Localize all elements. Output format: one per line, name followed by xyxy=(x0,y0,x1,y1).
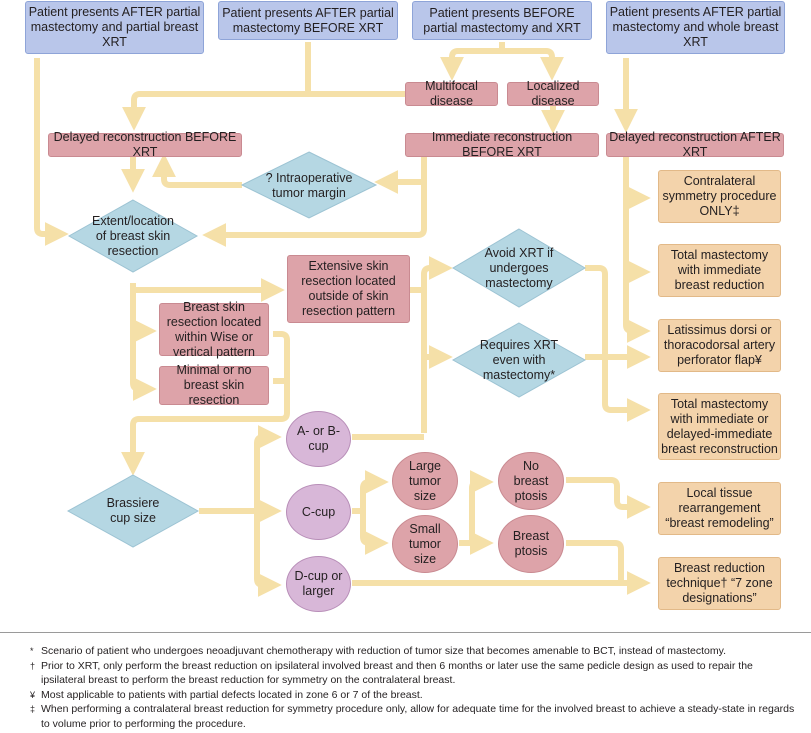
connector-immediate-extent xyxy=(202,182,427,247)
decision-shapes xyxy=(66,151,587,548)
requires-xrt-decision-label: Requires XRT even with mastectomy* xyxy=(479,337,559,382)
delayed-reconstruction-after-xrt: Delayed reconstruction AFTER XRT xyxy=(606,130,784,159)
connector-delayedafter-outcomes xyxy=(623,157,651,343)
outcome-contralateral-symmetry: Contralateral symmetry procedure ONLY‡ xyxy=(658,170,781,223)
connector-start3-multifocal xyxy=(440,42,505,81)
ab-cup-node: A- or B-cup xyxy=(286,411,351,467)
margin-decision-shape xyxy=(240,151,378,219)
margin-decision-label: ? Intraoperative tumor margin xyxy=(265,171,353,200)
extensive-skin-resection-node: Extensive skin resection located outside… xyxy=(287,255,410,323)
footnote-asterisk: *Scenario of patient who undergoes neoad… xyxy=(30,645,727,657)
outcome-total-mastectomy-reconstruction: Total mastectomy with immediate or delay… xyxy=(658,393,781,460)
extent-decision-shape xyxy=(67,199,199,273)
cupsize-decision-label: Brassiere cup size xyxy=(106,496,160,525)
connector-ptosis-reduction xyxy=(566,540,624,583)
connector-start1-extent xyxy=(34,58,69,246)
connector-extent-skin xyxy=(130,283,157,401)
localized-disease-node: Localized disease xyxy=(507,79,599,108)
connector-avoid-reconstruction xyxy=(585,265,651,422)
connector-noptosis-local xyxy=(566,477,651,519)
outcome-latissimus-flap: Latissimus dorsi or thoracodorsal artery… xyxy=(658,319,781,372)
start-node-after-whole-breast-xrt: Patient presents AFTER partial mastectom… xyxy=(606,1,785,54)
connector-start2-delayed xyxy=(122,42,311,131)
extent-decision-label: Extent/location of breast skin resection xyxy=(92,213,174,258)
outcome-breast-reduction-technique: Breast reduction technique† “7 zone desi… xyxy=(658,557,781,610)
start-node-after-before-xrt: Patient presents AFTER partial mastectom… xyxy=(218,1,398,40)
minimal-resection-node: Minimal or no breast skin resection xyxy=(159,363,269,407)
footnote-yen: ¥Most applicable to patients with partia… xyxy=(30,688,423,701)
d-cup-node: D-cup or larger xyxy=(286,556,351,612)
footnote-divider xyxy=(0,632,811,633)
within-pattern-resection-node: Breast skin resection located within Wis… xyxy=(159,300,269,359)
small-tumor-node: Small tumor size xyxy=(392,515,458,573)
treatment-flowchart: Patient presents AFTER partial mastectom… xyxy=(25,1,785,612)
footnotes: *Scenario of patient who undergoes neoad… xyxy=(30,644,800,731)
connector-layer xyxy=(34,42,651,597)
large-tumor-node: Large tumor size xyxy=(392,452,458,510)
footnote-dagger: †Prior to XRT, only perform the breast r… xyxy=(30,659,753,687)
immediate-reconstruction-before-xrt: Immediate reconstruction BEFORE XRT xyxy=(405,130,599,159)
avoid-xrt-decision-shape xyxy=(452,228,586,308)
connector-immediate-margin xyxy=(374,157,427,194)
multifocal-disease-node: Multifocal disease xyxy=(405,79,498,108)
c-cup-node: C-cup xyxy=(286,484,351,540)
delayed-reconstruction-before-xrt: Delayed reconstruction BEFORE XRT xyxy=(48,130,242,159)
outcome-total-mastectomy-reduction: Total mastectomy with immediate breast r… xyxy=(658,244,781,297)
connector-margin-delayed xyxy=(152,153,242,188)
no-ptosis-node: No breast ptosis xyxy=(498,452,564,510)
cupsize-decision-shape xyxy=(66,474,200,548)
avoid-xrt-decision-label: Avoid XRT if undergoes mastectomy xyxy=(484,245,554,290)
outcome-local-tissue-rearrangement: Local tissue rearrangement “breast remod… xyxy=(658,482,781,535)
connector-skin-cupsize xyxy=(121,331,290,476)
requires-xrt-decision-shape xyxy=(451,322,587,398)
ptosis-node: Breast ptosis xyxy=(498,515,564,573)
start-node-after-partial-breast-xrt: Patient presents AFTER partial mastectom… xyxy=(25,1,204,54)
connector-start3-localized xyxy=(502,48,564,81)
footnote-double-dagger: ‡When performing a contralateral breast … xyxy=(30,703,795,730)
start-node-before-mastectomy: Patient presents BEFORE partial mastecto… xyxy=(412,1,592,40)
